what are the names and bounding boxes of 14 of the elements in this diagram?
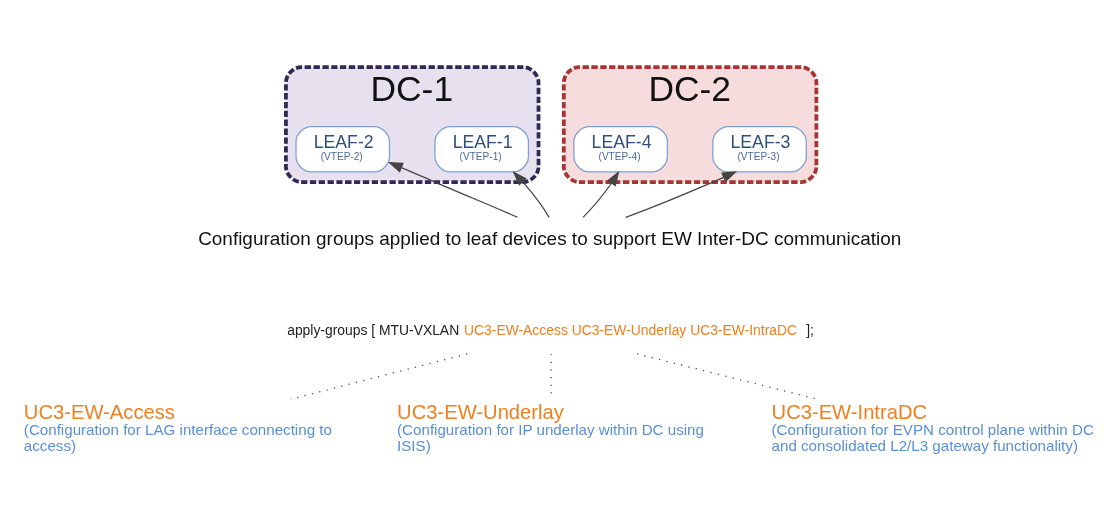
node-text: Configuration groups applied to leaf devices to support EW Inter-DC communication <box>198 227 902 249</box>
arrow <box>387 161 519 218</box>
node-box: LEAF-1 (VTEP-1) <box>434 125 530 173</box>
arrow <box>512 170 550 218</box>
connector <box>290 352 468 400</box>
node-text: UC3-EW-Access (Configuration for LAG interface connecting to access) <box>23 400 332 454</box>
node-text: UC3-EW-Underlay (Configuration for IP underlay within DC using ISIS) <box>397 400 704 454</box>
node-box: LEAF-2 (VTEP-2) <box>295 125 391 173</box>
node-text: apply-groups [ MTU-VXLAN UC3-EW-Access UC3-EW-Underlay UC3-EW-IntraDC ]; <box>287 321 814 338</box>
node-box: LEAF-3 (VTEP-3) <box>712 125 807 173</box>
arrow <box>625 170 738 218</box>
arrow <box>582 170 620 218</box>
node-box: LEAF-4 (VTEP-4) <box>573 125 668 173</box>
node-text: UC3-EW-IntraDC (Configuration for EVPN control plane within DC and consolidated L2/L3 gateway functionality) <box>771 400 1094 454</box>
